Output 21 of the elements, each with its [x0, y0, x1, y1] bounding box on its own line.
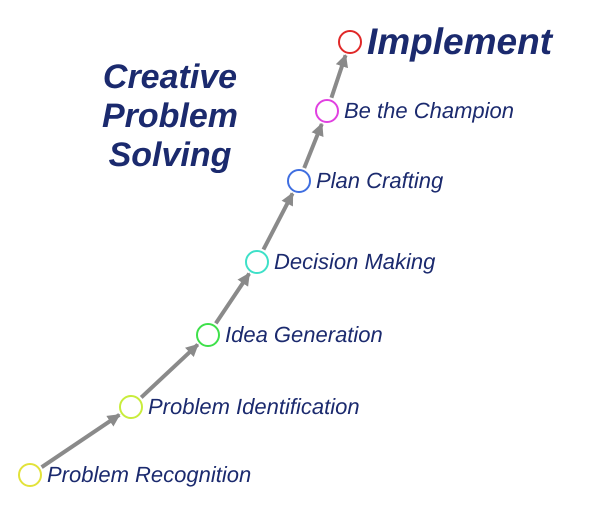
diagram-title: Creative Problem Solving: [100, 58, 240, 176]
circle-marker: [315, 99, 339, 123]
circle-marker: [119, 395, 143, 419]
step-label: Idea Generation: [225, 324, 383, 346]
circle-marker: [18, 463, 42, 487]
step-label: Implement: [367, 23, 552, 60]
circle-marker: [338, 30, 362, 54]
circle-marker: [196, 323, 220, 347]
arrow: [262, 192, 294, 250]
step-label: Problem Recognition: [47, 464, 252, 486]
step-label: Be the Champion: [344, 100, 514, 122]
arrow: [214, 272, 251, 324]
step-label: Plan Crafting: [316, 170, 444, 192]
step-label: Decision Making: [274, 251, 436, 273]
arrow: [330, 54, 348, 98]
arrow: [302, 122, 324, 169]
step-label: Problem Identification: [148, 396, 360, 418]
circle-marker: [245, 250, 269, 274]
circle-marker: [287, 169, 311, 193]
arrow: [140, 343, 200, 399]
arrow: [40, 413, 120, 469]
